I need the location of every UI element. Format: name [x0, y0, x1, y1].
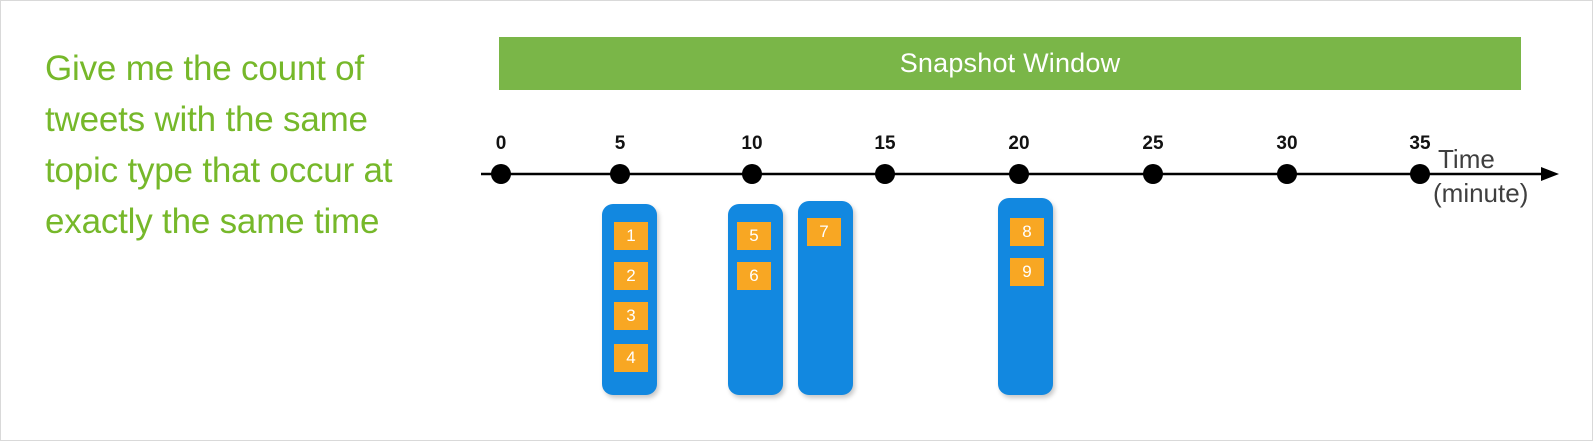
tweet-box-2[interactable]: 2 [614, 262, 648, 290]
tweet-box-3[interactable]: 3 [614, 302, 648, 330]
tick-dot-35 [1410, 164, 1430, 184]
tweet-box-5[interactable]: 5 [737, 222, 771, 250]
tweet-box-1[interactable]: 1 [614, 222, 648, 250]
tick-dot-10 [742, 164, 762, 184]
tick-label-20: 20 [1008, 133, 1030, 154]
column-at-5[interactable]: 1 2 3 4 [602, 204, 657, 395]
tick-label-35: 35 [1409, 133, 1431, 154]
tick-dot-15 [875, 164, 895, 184]
prompt-text: Give me the count of tweets with the sam… [45, 49, 402, 241]
tweet-box-9[interactable]: 9 [1010, 258, 1044, 286]
axis-tick-dots [491, 164, 1430, 184]
snapshot-window-banner: Snapshot Window [499, 37, 1521, 90]
tick-label-15: 15 [874, 133, 896, 154]
axis-title: Time [1438, 144, 1495, 174]
tick-label-30: 30 [1276, 133, 1298, 154]
axis-unit-label: (minute) [1433, 178, 1529, 208]
tick-dot-5 [610, 164, 630, 184]
column-at-12[interactable]: 7 [798, 201, 853, 395]
tick-dot-0 [491, 164, 511, 184]
tick-label-5: 5 [614, 133, 626, 154]
tick-label-10: 10 [741, 133, 763, 154]
tick-label-25: 25 [1142, 133, 1164, 154]
tick-dot-20 [1009, 164, 1029, 184]
tweet-box-7[interactable]: 7 [807, 218, 841, 246]
axis-arrow-icon [1541, 167, 1559, 181]
tweet-box-6[interactable]: 6 [737, 262, 771, 290]
tick-dot-25 [1143, 164, 1163, 184]
tick-label-0: 0 [495, 133, 507, 154]
tick-dot-30 [1277, 164, 1297, 184]
tweet-box-4[interactable]: 4 [614, 344, 648, 372]
tweet-box-8[interactable]: 8 [1010, 218, 1044, 246]
snapshot-window-label: Snapshot Window [899, 48, 1121, 78]
